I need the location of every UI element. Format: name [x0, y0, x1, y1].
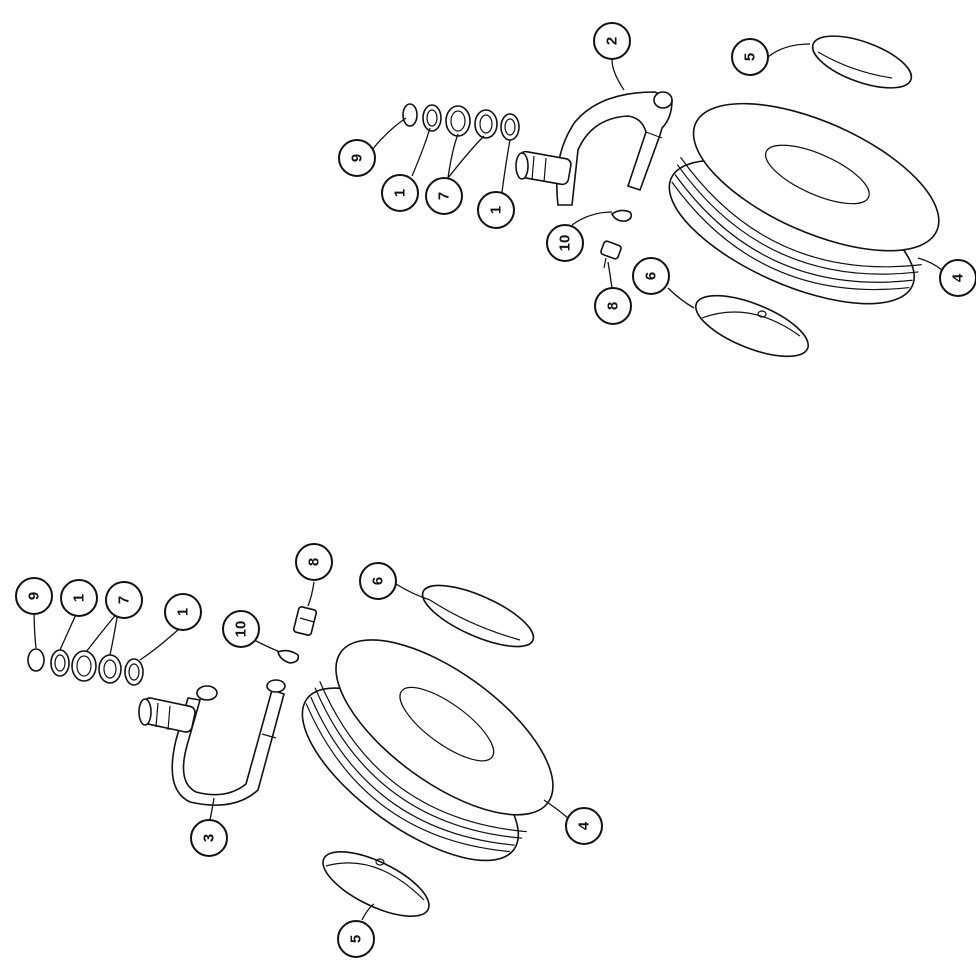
lower-callout-1b: 1: [164, 593, 202, 631]
lower-callout-7: 7: [105, 581, 143, 619]
upper-callout-8: 8: [594, 287, 632, 325]
svg-text:5: 5: [348, 935, 365, 943]
lower-washer-stack: [27, 648, 144, 686]
upper-callout-1b: 1: [477, 191, 515, 229]
upper-callout-5: 5: [731, 38, 769, 76]
lower-hubcap-part-5: [322, 850, 430, 918]
svg-text:10: 10: [233, 621, 250, 638]
upper-callout-1a: 1: [381, 174, 419, 212]
lower-clip-part-10: [277, 649, 300, 664]
lower-callout-8: 8: [295, 543, 333, 581]
upper-callout-9: 9: [338, 139, 376, 177]
svg-text:6: 6: [370, 577, 387, 585]
upper-callout-6: 6: [632, 257, 670, 295]
svg-text:1: 1: [392, 189, 409, 197]
upper-disk-part-5: [811, 35, 913, 89]
svg-text:9: 9: [26, 592, 43, 600]
svg-text:7: 7: [436, 192, 453, 200]
svg-text:8: 8: [605, 302, 622, 310]
lower-callout-1a: 1: [60, 579, 98, 617]
svg-text:10: 10: [557, 235, 574, 252]
svg-text:7: 7: [116, 596, 133, 604]
upper-callout-7: 7: [425, 177, 463, 215]
upper-clip-part-10: [610, 209, 633, 222]
lower-callout-3: 3: [190, 819, 228, 857]
upper-callout-4: 4: [939, 259, 976, 297]
upper-assembly: 2 5 9 1 7 1 10 8: [338, 22, 976, 358]
svg-text:6: 6: [643, 272, 660, 280]
lower-disk-part-6: [421, 584, 535, 648]
upper-callout-10: 10: [546, 224, 584, 262]
lower-callout-10: 10: [222, 610, 260, 648]
lower-hub: [138, 697, 196, 733]
svg-text:1: 1: [175, 608, 192, 616]
svg-text:3: 3: [201, 834, 218, 842]
svg-text:9: 9: [349, 154, 366, 162]
svg-text:1: 1: [488, 206, 505, 214]
lower-assembly: 9 1 7 1 8 6 10 3: [15, 543, 603, 958]
upper-hub: [515, 150, 572, 186]
upper-leaders: [371, 43, 943, 309]
svg-text:1: 1: [71, 594, 88, 602]
upper-valve-part-8: [600, 240, 622, 269]
upper-tire-part-4: [668, 102, 940, 305]
lower-callout-5: 5: [337, 920, 375, 958]
upper-callout-2: 2: [593, 22, 631, 60]
svg-text:2: 2: [604, 37, 621, 45]
svg-text:4: 4: [950, 273, 967, 282]
lower-tire-part-4: [301, 639, 554, 862]
upper-hubcap-part-6: [694, 294, 810, 358]
lower-callout-9: 9: [15, 577, 53, 615]
lower-tube-part-3: [171, 679, 286, 806]
svg-text:4: 4: [576, 821, 593, 830]
lower-callout-4: 4: [565, 807, 603, 845]
upper-tube-part-2: [555, 91, 673, 206]
upper-washer-stack: [402, 103, 520, 141]
lower-valve-part-8: [292, 606, 318, 636]
lower-callout-6: 6: [359, 562, 397, 600]
svg-text:8: 8: [306, 558, 323, 566]
svg-text:5: 5: [742, 53, 759, 61]
